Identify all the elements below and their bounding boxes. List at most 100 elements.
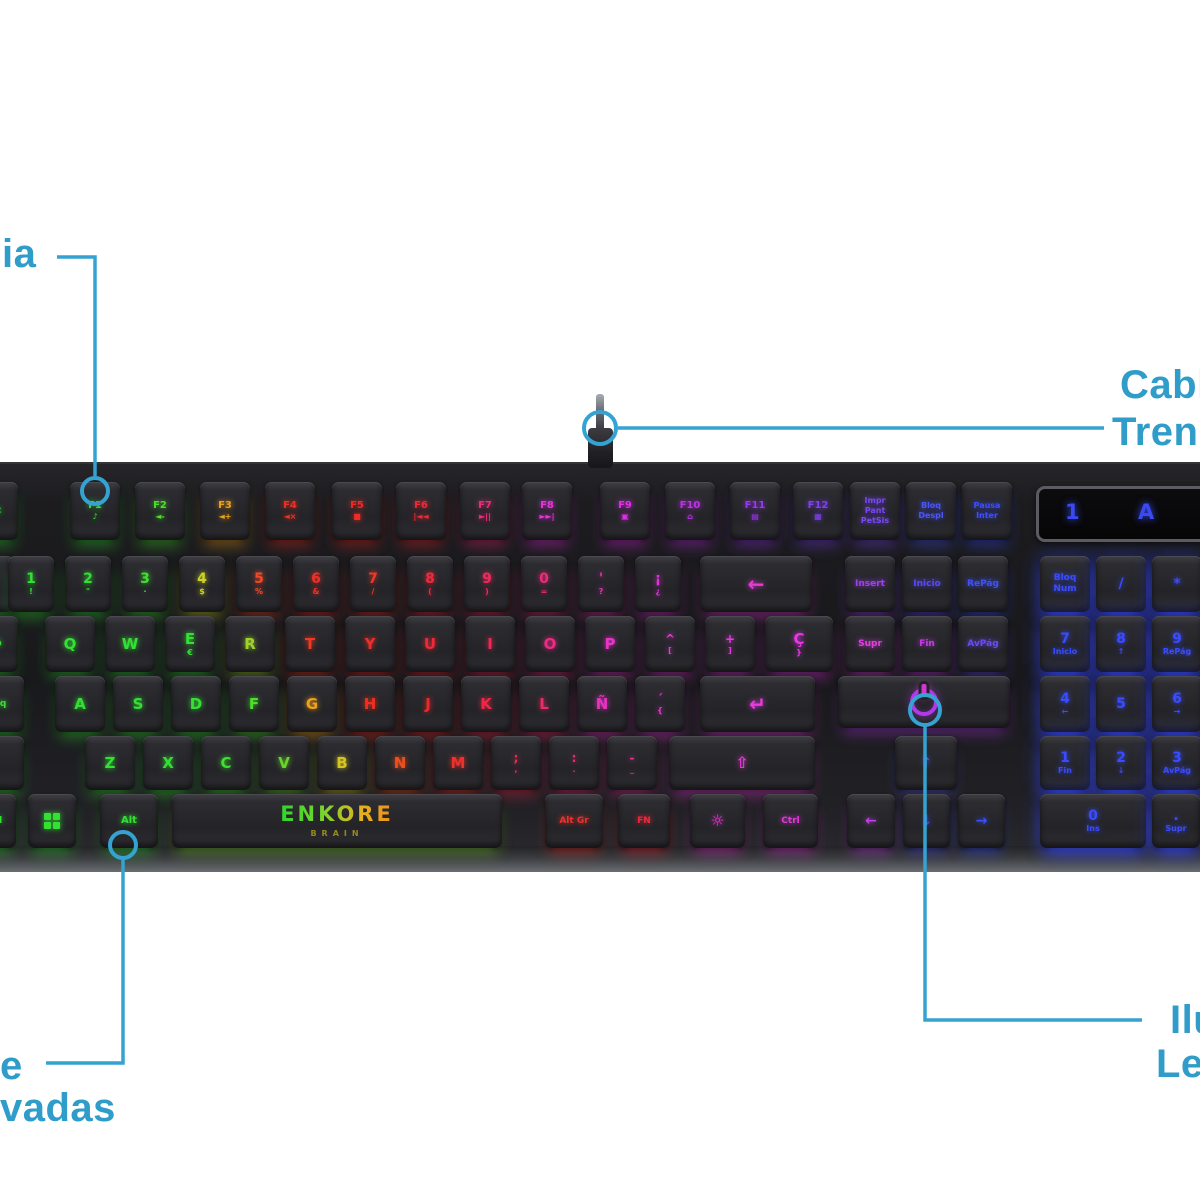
key-n: N [375,736,425,790]
key-sublegend: _ [630,765,634,774]
key-l: L [519,676,569,732]
key-legend: B [336,753,348,772]
key-legend: Ñ [595,694,609,713]
power-icon-bar [921,684,927,697]
key-9: 9) [464,556,510,612]
key-legend: Impr [864,496,886,505]
key-legend: 1 [1060,750,1070,766]
key-sublegend: ♪ [92,512,98,521]
key-legend: 6 [1172,691,1182,707]
key-sublegend: = [540,587,548,596]
key-legend: Ctrl [0,815,3,826]
key-legend: C [220,753,232,772]
windows-icon [44,813,60,829]
key-legend: F12 [807,500,829,511]
key-legend: V [278,753,290,772]
key-w: W [105,616,155,672]
key-legend: Bloq [0,698,7,709]
key-acute: ´{ [635,676,685,732]
key-g: G [287,676,337,732]
key-sublegend: ►|| [479,512,491,521]
key-legend: Fin [919,638,935,649]
key-s: S [113,676,163,732]
key-legend: AvPág [967,638,999,649]
key-legend: F9 [618,500,632,511]
key-legend: FN [637,815,651,826]
key-i: I [465,616,515,672]
key-windows [28,794,76,848]
key-arrowright: → [958,794,1005,848]
key-legend: F3 [218,500,232,511]
callout-circle-f1 [80,476,110,506]
key-u: U [405,616,455,672]
leader-line-multimedia [57,255,97,476]
key-d: D [171,676,221,732]
key-f6: F6|◄◄ [396,482,446,540]
key-legend: Z [104,753,116,772]
key-v: V [259,736,309,790]
callout-circle-power-key [908,693,942,727]
key-np5: 5 [1096,676,1146,732]
key-sublegend: $ [199,587,205,596]
key-legend: ¡ [654,571,662,587]
key-c: C [201,736,251,790]
key-legend: F8 [540,500,554,511]
key-avpag: AvPág [958,616,1008,672]
key-dash: -_ [607,736,657,790]
key-legend: 7 [368,571,378,587]
callout-circle-cable [582,410,618,446]
key-sublegend: ■ [353,512,361,521]
key-sublegend: Inter [976,511,998,520]
key-legend: 0 [539,571,549,587]
label-raised-line1: e [0,1044,23,1088]
key-legend: Esc [0,506,1,516]
key-sublegend: , [514,765,518,774]
key-legend: Tab [0,639,2,649]
key-sublegend: ¿ [655,587,661,596]
key-legend: + [724,632,736,646]
key-sublegend: ! [29,587,33,596]
key-k: K [461,676,511,732]
key-legend: 3 [1172,750,1182,766]
key-legend: 1 [26,571,36,587]
key-7: 7/ [350,556,396,612]
key-legend: 9 [482,571,492,587]
key-1: 1! [8,556,54,612]
key-y: Y [345,616,395,672]
key-esc: Esc [0,482,18,540]
key-f7: F7►|| [460,482,510,540]
key-legend: → [975,813,988,829]
key-exclam: ¡¿ [635,556,681,612]
key-8: 8( [407,556,453,612]
key-legend: I [487,634,493,653]
key-legend: S [132,694,144,713]
key-sublegend: . [572,765,576,774]
key-b: B [317,736,367,790]
key-q: Q [45,616,95,672]
key-altgr: Alt Gr [545,794,603,848]
key-sublegend: · [143,587,147,596]
key-6: 6& [293,556,339,612]
key-legend: RePág [967,578,999,589]
key-sublegend: { [657,706,663,715]
key-legend: Ç [793,629,805,648]
key-legend: Alt Gr [559,815,589,826]
key-sublegend: Num [1053,584,1077,594]
label-led-line2: Led [1156,1042,1200,1086]
key-supr: Supr [845,616,895,672]
key-f11: F11▤ [730,482,780,540]
key-legend: Q [63,634,77,653]
key-legend: F5 [350,500,364,511]
key-legend: ´ [657,692,663,706]
key-legend: 5 [1116,696,1126,712]
key-legend: . [1173,808,1179,824]
key-legend: F2 [153,500,167,511]
key-sublegend: ▤ [751,512,759,521]
key-legend: 5 [254,571,264,587]
